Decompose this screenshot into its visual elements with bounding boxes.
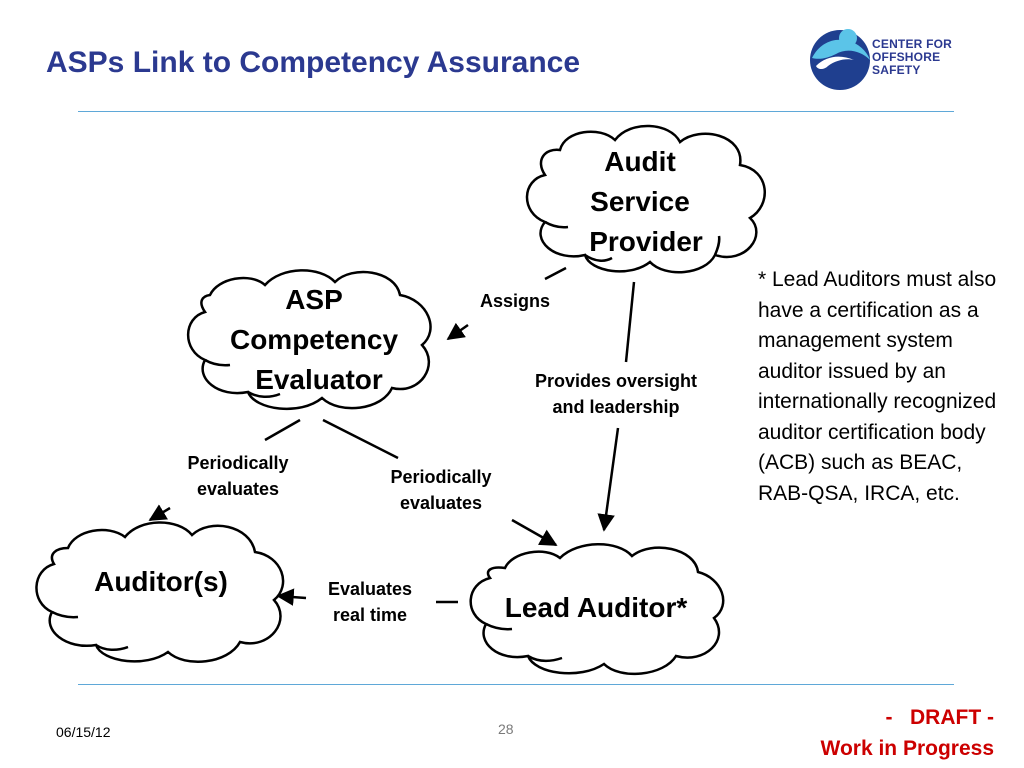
draft-line: Work in Progress xyxy=(820,737,995,760)
edge-label-line: evaluates xyxy=(399,493,483,513)
logo-emblem-icon xyxy=(810,29,870,90)
logo-text-line: CENTER FOR xyxy=(872,37,952,51)
node-label-line: ASP xyxy=(285,284,343,315)
footer-divider xyxy=(78,684,954,685)
cloud-audit-service-provider xyxy=(525,124,766,274)
edge-provides-oversight xyxy=(597,281,636,532)
edge-label-line: real time xyxy=(332,605,408,625)
edge-label-line: Periodically xyxy=(390,467,492,487)
logo-text-line: OFFSHORE xyxy=(872,50,941,64)
lead-auditor-footnote: * Lead Auditors must also have a certifi… xyxy=(758,268,997,505)
edge-label-periodically-evaluates-lead: Periodically evaluates xyxy=(366,464,516,516)
edge-periodically-evaluates-auditors xyxy=(148,418,301,522)
edge-label-line: Evaluates xyxy=(327,579,413,599)
logo-text-line: SAFETY xyxy=(872,63,921,77)
node-auditors: Auditor(s) xyxy=(70,562,252,602)
edge-label-evaluates-real-time: Evaluates real time xyxy=(305,576,435,628)
draft-notice: - DRAFT - Work in Progress xyxy=(780,702,995,764)
slide-date: 06/15/12 xyxy=(56,724,111,740)
draft-line: - DRAFT - xyxy=(885,706,994,729)
logo-wordmark: CENTER FOR OFFSHORE SAFETY xyxy=(872,38,952,77)
header-divider xyxy=(78,111,954,112)
edge-assigns xyxy=(446,266,567,341)
edge-label-line: Assigns xyxy=(479,291,551,311)
node-label-line: Auditor(s) xyxy=(94,566,228,597)
edge-label-assigns: Assigns xyxy=(460,288,570,314)
edge-label-periodically-evaluates-auditors: Periodically evaluates xyxy=(163,450,313,502)
edge-periodically-evaluates-lead xyxy=(322,418,558,547)
cloud-lead-auditor xyxy=(469,543,725,676)
node-label-line: Provider xyxy=(589,226,703,257)
node-label-line: Evaluator xyxy=(255,364,383,395)
page-number: 28 xyxy=(498,721,514,737)
node-lead-auditor: Lead Auditor* xyxy=(478,588,714,628)
edge-label-line: evaluates xyxy=(196,479,280,499)
node-label-line: Lead Auditor* xyxy=(504,592,688,623)
node-label-line: Audit xyxy=(604,146,676,177)
edge-label-line: Provides oversight xyxy=(534,371,698,391)
node-label-line: Service xyxy=(590,186,690,217)
slide-title: ASPs Link to Competency Assurance xyxy=(46,46,581,79)
edge-label-line: and leadership xyxy=(552,397,680,417)
center-for-offshore-safety-logo xyxy=(806,20,986,96)
node-asp-competency-evaluator: ASP Competency Evaluator xyxy=(206,280,422,400)
edge-evaluates-real-time xyxy=(276,588,458,606)
cloud-asp-competency-evaluator xyxy=(187,269,432,411)
edge-label-provides-oversight: Provides oversight and leadership xyxy=(500,368,732,420)
edge-label-line: Periodically xyxy=(187,453,289,473)
node-audit-service-provider: Audit Service Provider xyxy=(560,142,720,262)
cloud-auditors xyxy=(35,521,285,663)
node-label-line: Competency xyxy=(229,324,399,355)
